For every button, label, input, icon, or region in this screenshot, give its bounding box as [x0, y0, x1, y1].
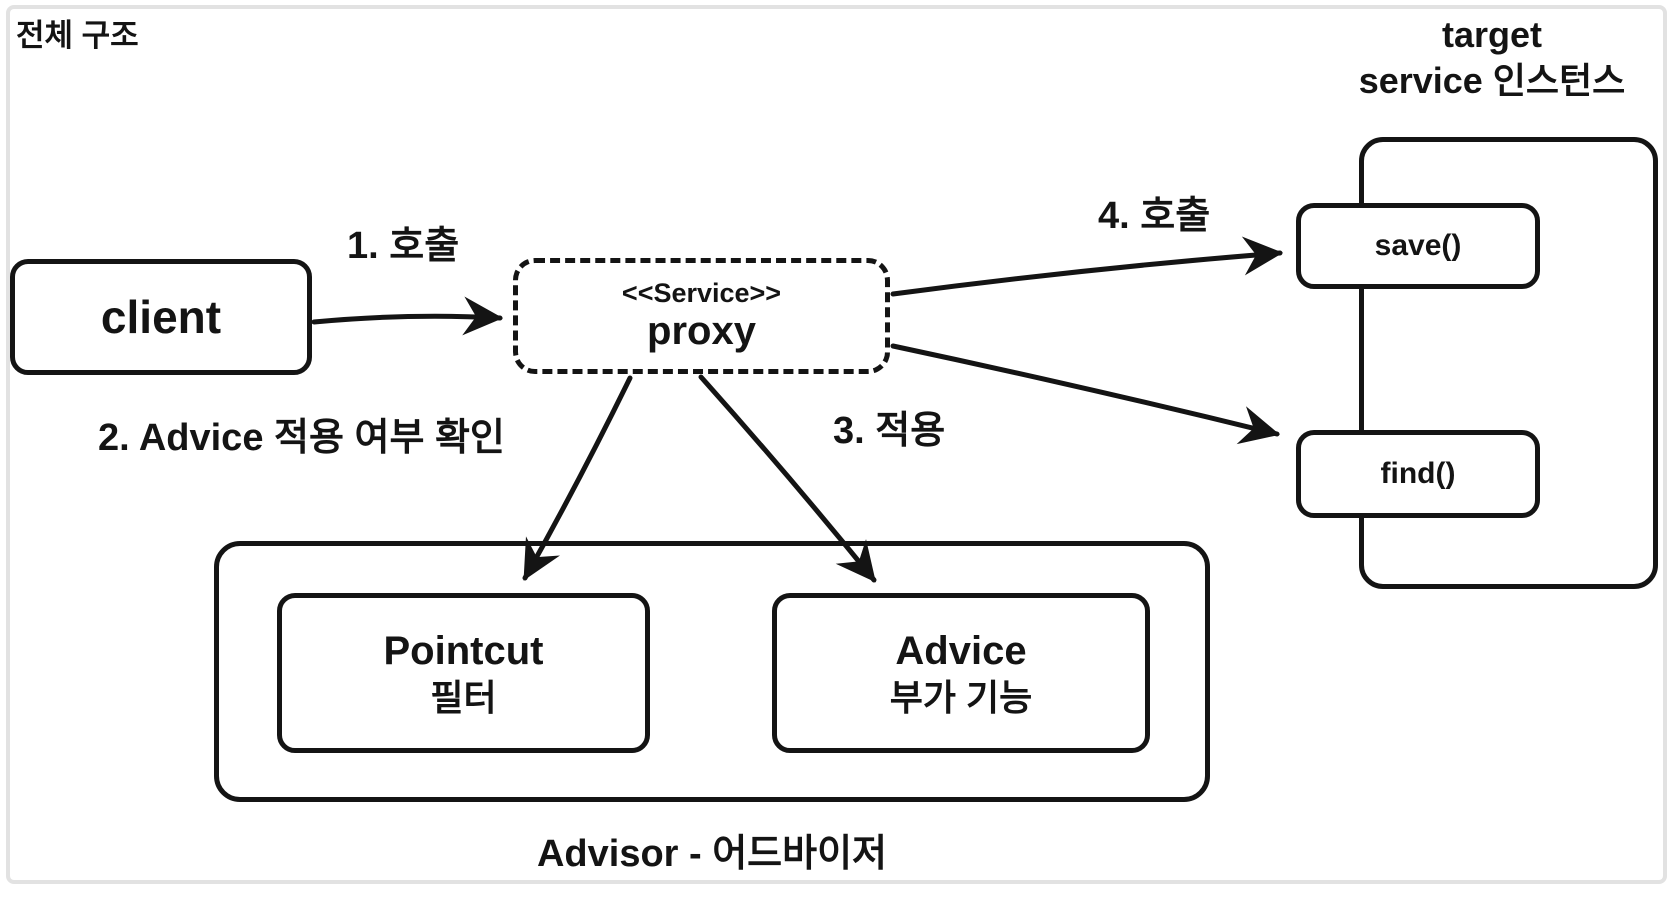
- pointcut-subtitle: 필터: [430, 676, 497, 718]
- pointcut-title: Pointcut: [383, 628, 544, 673]
- diagram-title: 전체 구조: [16, 18, 139, 53]
- proxy-label: proxy: [647, 308, 756, 353]
- client-node: client: [10, 259, 312, 375]
- save-method-label: save(): [1374, 229, 1462, 262]
- advisor-caption: Advisor - 어드바이저: [536, 833, 888, 875]
- edge-label-2-advice-check: 2. Advice 적용 여부 확인: [98, 417, 505, 459]
- edge-label-3-apply: 3. 적용: [833, 410, 946, 452]
- target-service-title: target service 인스턴스: [1322, 12, 1662, 104]
- edge-label-1-call: 1. 호출: [347, 225, 460, 267]
- advice-node: Advice 부가 기능: [772, 593, 1150, 753]
- proxy-node: <<Service>> proxy: [513, 258, 890, 374]
- find-method-node: find(): [1296, 430, 1540, 518]
- outer-frame: [6, 5, 1667, 884]
- target-service-title-line1: target: [1441, 14, 1543, 55]
- advice-subtitle: 부가 기능: [889, 676, 1033, 718]
- client-label: client: [100, 291, 222, 343]
- edge-label-4-call: 4. 호출: [1098, 195, 1211, 237]
- target-service-title-line2: service 인스턴스: [1358, 60, 1626, 102]
- pointcut-node: Pointcut 필터: [277, 593, 650, 753]
- find-method-label: find(): [1380, 457, 1456, 490]
- proxy-stereotype: <<Service>>: [621, 278, 782, 309]
- save-method-node: save(): [1296, 203, 1540, 289]
- advice-title: Advice: [895, 628, 1027, 673]
